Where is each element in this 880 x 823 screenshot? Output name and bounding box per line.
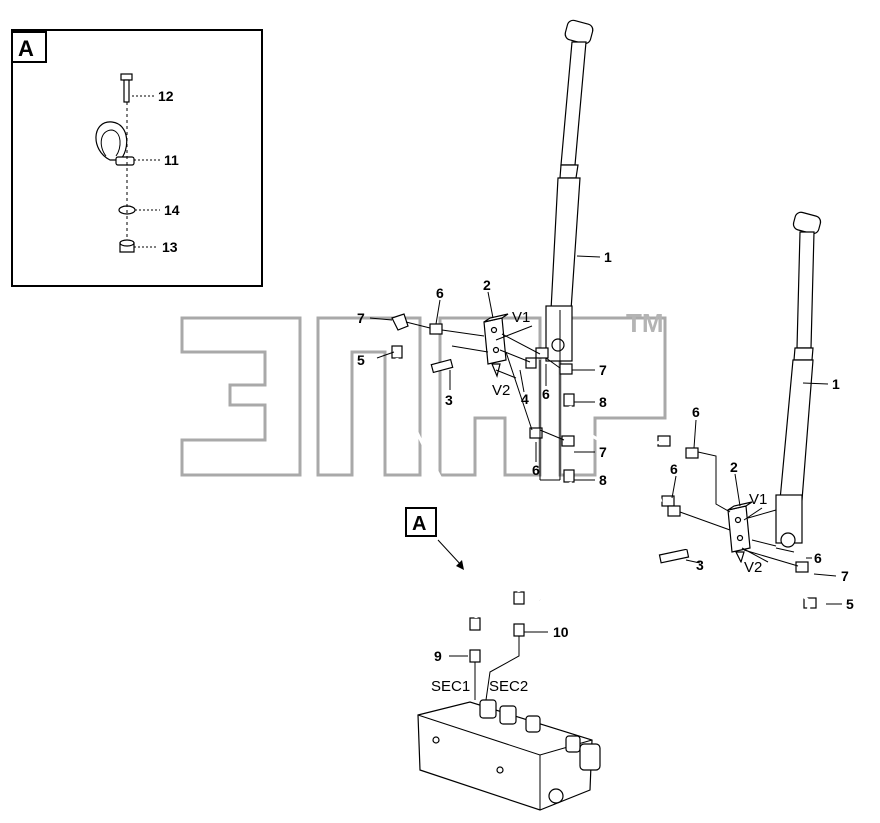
callout-7-b: 7 [599,362,607,378]
inset-part-14: 14 [164,202,180,218]
valve-block-upper [430,313,509,378]
callout-6-d: 6 [532,462,540,478]
port-v1-upper: V1 [512,309,530,326]
callout-7-c: 7 [599,444,607,460]
callout-1-right: 1 [832,376,840,392]
port-v2-upper: V2 [492,382,510,399]
callout-10: 10 [553,624,569,640]
callout-5-right: 5 [846,596,854,612]
cylinder-1-left [545,19,594,362]
inset-part-13: 13 [162,239,178,255]
leader-lines [369,255,842,657]
view-marker-tag: A [412,513,426,535]
callout-6-e: 6 [670,461,678,477]
callout-2-lower: 2 [730,459,738,475]
callout-2-upper: 2 [483,277,491,293]
watermark-tm: TM [626,308,664,338]
callout-7-a: 7 [357,310,365,326]
callout-labels: 1 1 2 2 3 3 4 5 5 6 6 6 6 6 6 6 7 7 7 7 … [357,249,854,695]
callout-8-b: 8 [599,472,607,488]
callout-4: 4 [521,391,529,407]
callout-7-d: 7 [841,568,849,584]
view-marker-a: A [405,507,464,570]
inset-part-12: 12 [158,88,174,104]
connection-lines [405,310,799,567]
callout-3-lower: 3 [696,557,704,573]
watermark-logo: TM [180,308,667,477]
inset-part-11: 11 [164,152,179,168]
port-v1-lower: V1 [749,491,767,508]
callout-8-a: 8 [599,394,607,410]
cylinder-1-right [775,211,822,548]
section-sec2: SEC2 [489,678,528,695]
section-sec1: SEC1 [431,678,470,695]
callout-6-b: 6 [542,386,550,402]
callout-9: 9 [434,648,442,664]
control-valve-block [417,699,601,811]
inset-detail-a: A 12 11 14 13 [11,29,263,287]
callout-1-left: 1 [604,249,612,265]
callout-6-c: 6 [692,404,700,420]
inset-tag: A [18,36,34,61]
callout-3-upper: 3 [445,392,453,408]
callout-6-a: 6 [436,285,444,301]
callout-6-f: 6 [814,550,822,566]
callout-5-left: 5 [357,352,365,368]
valve-block-lower [658,501,753,564]
port-v2-lower: V2 [744,559,762,576]
hoses [395,357,811,701]
